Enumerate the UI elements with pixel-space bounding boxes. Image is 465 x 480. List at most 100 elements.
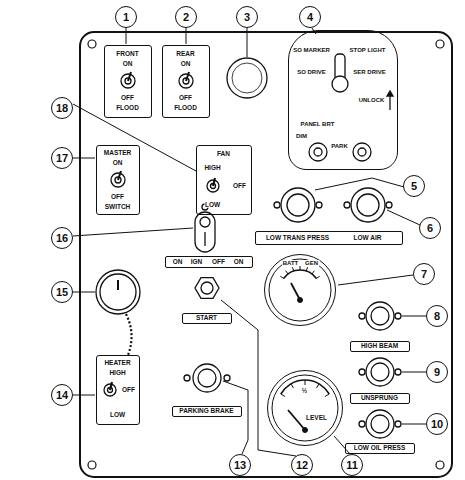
leader-line — [334, 436, 350, 454]
leader-line — [221, 300, 296, 456]
leader-line — [247, 28, 248, 57]
plate-label: LOW — [109, 411, 126, 418]
leader-line — [223, 381, 248, 454]
plate-label: DIM — [295, 133, 308, 139]
warning-lamp — [395, 313, 401, 319]
cap-and-chain — [100, 274, 136, 310]
start-nameplate: START — [182, 313, 232, 324]
leader-line — [402, 424, 426, 425]
gauge-ticks — [292, 267, 293, 271]
plate-label: LOW TRANS PRESS — [265, 234, 330, 241]
heater-switch-plate: HEATER HIGH OFF LOW — [96, 355, 140, 425]
plate-label: OFF — [110, 193, 125, 200]
ammeter-dial — [269, 259, 331, 321]
lamp-nameplate: UNSPRUNG — [350, 393, 410, 404]
panel-plate — [88, 40, 96, 48]
callout-number: 10 — [426, 413, 448, 435]
plate-label: ON — [180, 60, 192, 67]
callout-number: 2 — [175, 6, 197, 28]
callout-number: 7 — [413, 263, 435, 285]
plate-label: OFF — [178, 94, 193, 101]
warning-lamp — [359, 313, 365, 319]
callout-number: 3 — [236, 6, 258, 28]
cap-and-chain — [126, 314, 132, 355]
plate-label: PARKING BRAKE — [178, 408, 234, 415]
plate-label: SER DRIVE — [352, 69, 386, 75]
warning-lamp — [316, 202, 322, 208]
plate-label: FLOOD — [115, 104, 140, 111]
leader-line — [186, 28, 187, 44]
plate-label: UNSPRUNG — [360, 395, 399, 402]
toggle-switch — [186, 72, 189, 81]
callout-number: 13 — [229, 454, 251, 476]
ammeter-dial — [269, 259, 331, 321]
plate-label: REAR — [175, 50, 195, 57]
plate-label: HIGH — [108, 369, 126, 376]
indicator-lens — [227, 58, 267, 98]
plate-label: ON — [172, 258, 184, 265]
toggle-switch — [128, 72, 131, 81]
plate-label: HIGH — [203, 164, 221, 171]
master-switch-plate: MASTERONOFFSWITCH — [96, 145, 140, 215]
warning-lamp — [386, 202, 392, 208]
light-switch — [353, 143, 371, 161]
lamp-nameplate: HIGH BEAM — [350, 341, 410, 352]
switch-plate: REAR ON OFF FLOOD — [162, 45, 210, 118]
callout-number: 14 — [51, 384, 73, 406]
fuel-gauge-dial — [288, 410, 305, 430]
plate-label: HIGH BEAM — [360, 343, 399, 350]
leader-line — [73, 158, 95, 159]
leader-line — [73, 28, 426, 456]
light-switch — [314, 148, 322, 156]
plate-label: FLOOD — [173, 104, 198, 111]
panel-plate — [436, 461, 444, 469]
warning-lamp — [371, 363, 389, 381]
gauge-ticks — [305, 380, 306, 385]
gauge-ticks — [280, 276, 283, 278]
gauge-ticks — [317, 384, 320, 388]
plate-label: ON — [112, 159, 124, 166]
plate-label: FAN — [216, 150, 231, 157]
toggle-switch — [110, 382, 112, 390]
warning-lamp — [287, 194, 309, 216]
fuel-gauge-dial — [272, 375, 338, 441]
warning-lamp — [371, 415, 389, 433]
lamp-nameplate: LOW TRANS PRESS LOW AIR — [255, 231, 403, 245]
toggle-switch — [118, 171, 121, 180]
ignition-switch — [204, 232, 205, 246]
parking-brake-knob — [198, 369, 216, 387]
plate-label: GEN — [304, 260, 319, 266]
start-button — [195, 278, 219, 299]
plate-label: LOW AIR — [353, 234, 383, 241]
warning-lamp — [357, 194, 379, 216]
gauge-ticks — [312, 271, 314, 274]
panel-plate — [80, 32, 452, 477]
ignition-switch — [200, 217, 210, 227]
plate-label: STOP LIGHT — [349, 47, 387, 53]
switch-plate: FRONTONOFFFLOOD — [104, 45, 152, 118]
fan-switch-plate: FANHIGHOFFLOW — [196, 145, 252, 215]
plate-label: OFF — [211, 258, 226, 265]
callout-number: 18 — [51, 97, 73, 119]
brake-nameplate: PARKING BRAKE — [172, 406, 242, 417]
ammeter-dial — [284, 270, 317, 279]
lamp-nameplate: LOW OIL PRESS — [345, 443, 415, 454]
parking-brake-knob — [184, 364, 230, 392]
plate-label: HEATER — [103, 359, 131, 366]
callout-number: 5 — [403, 175, 425, 197]
leader-line — [402, 372, 426, 373]
plate-label: ON — [122, 60, 134, 67]
plate-label: OFF — [121, 386, 136, 393]
warning-lamp — [395, 369, 401, 375]
callout-number: 4 — [299, 6, 321, 28]
callout-number: 1 — [115, 6, 137, 28]
plate-label: IGN — [190, 258, 204, 265]
ignition-plate: ONIGNOFFON — [165, 256, 253, 268]
ignition-switch — [195, 212, 215, 252]
plate-label: SO MARKER — [292, 47, 331, 53]
warning-lamp — [274, 202, 280, 208]
ammeter-dial — [298, 298, 303, 303]
panel-plate — [80, 32, 452, 477]
start-button — [201, 282, 213, 294]
